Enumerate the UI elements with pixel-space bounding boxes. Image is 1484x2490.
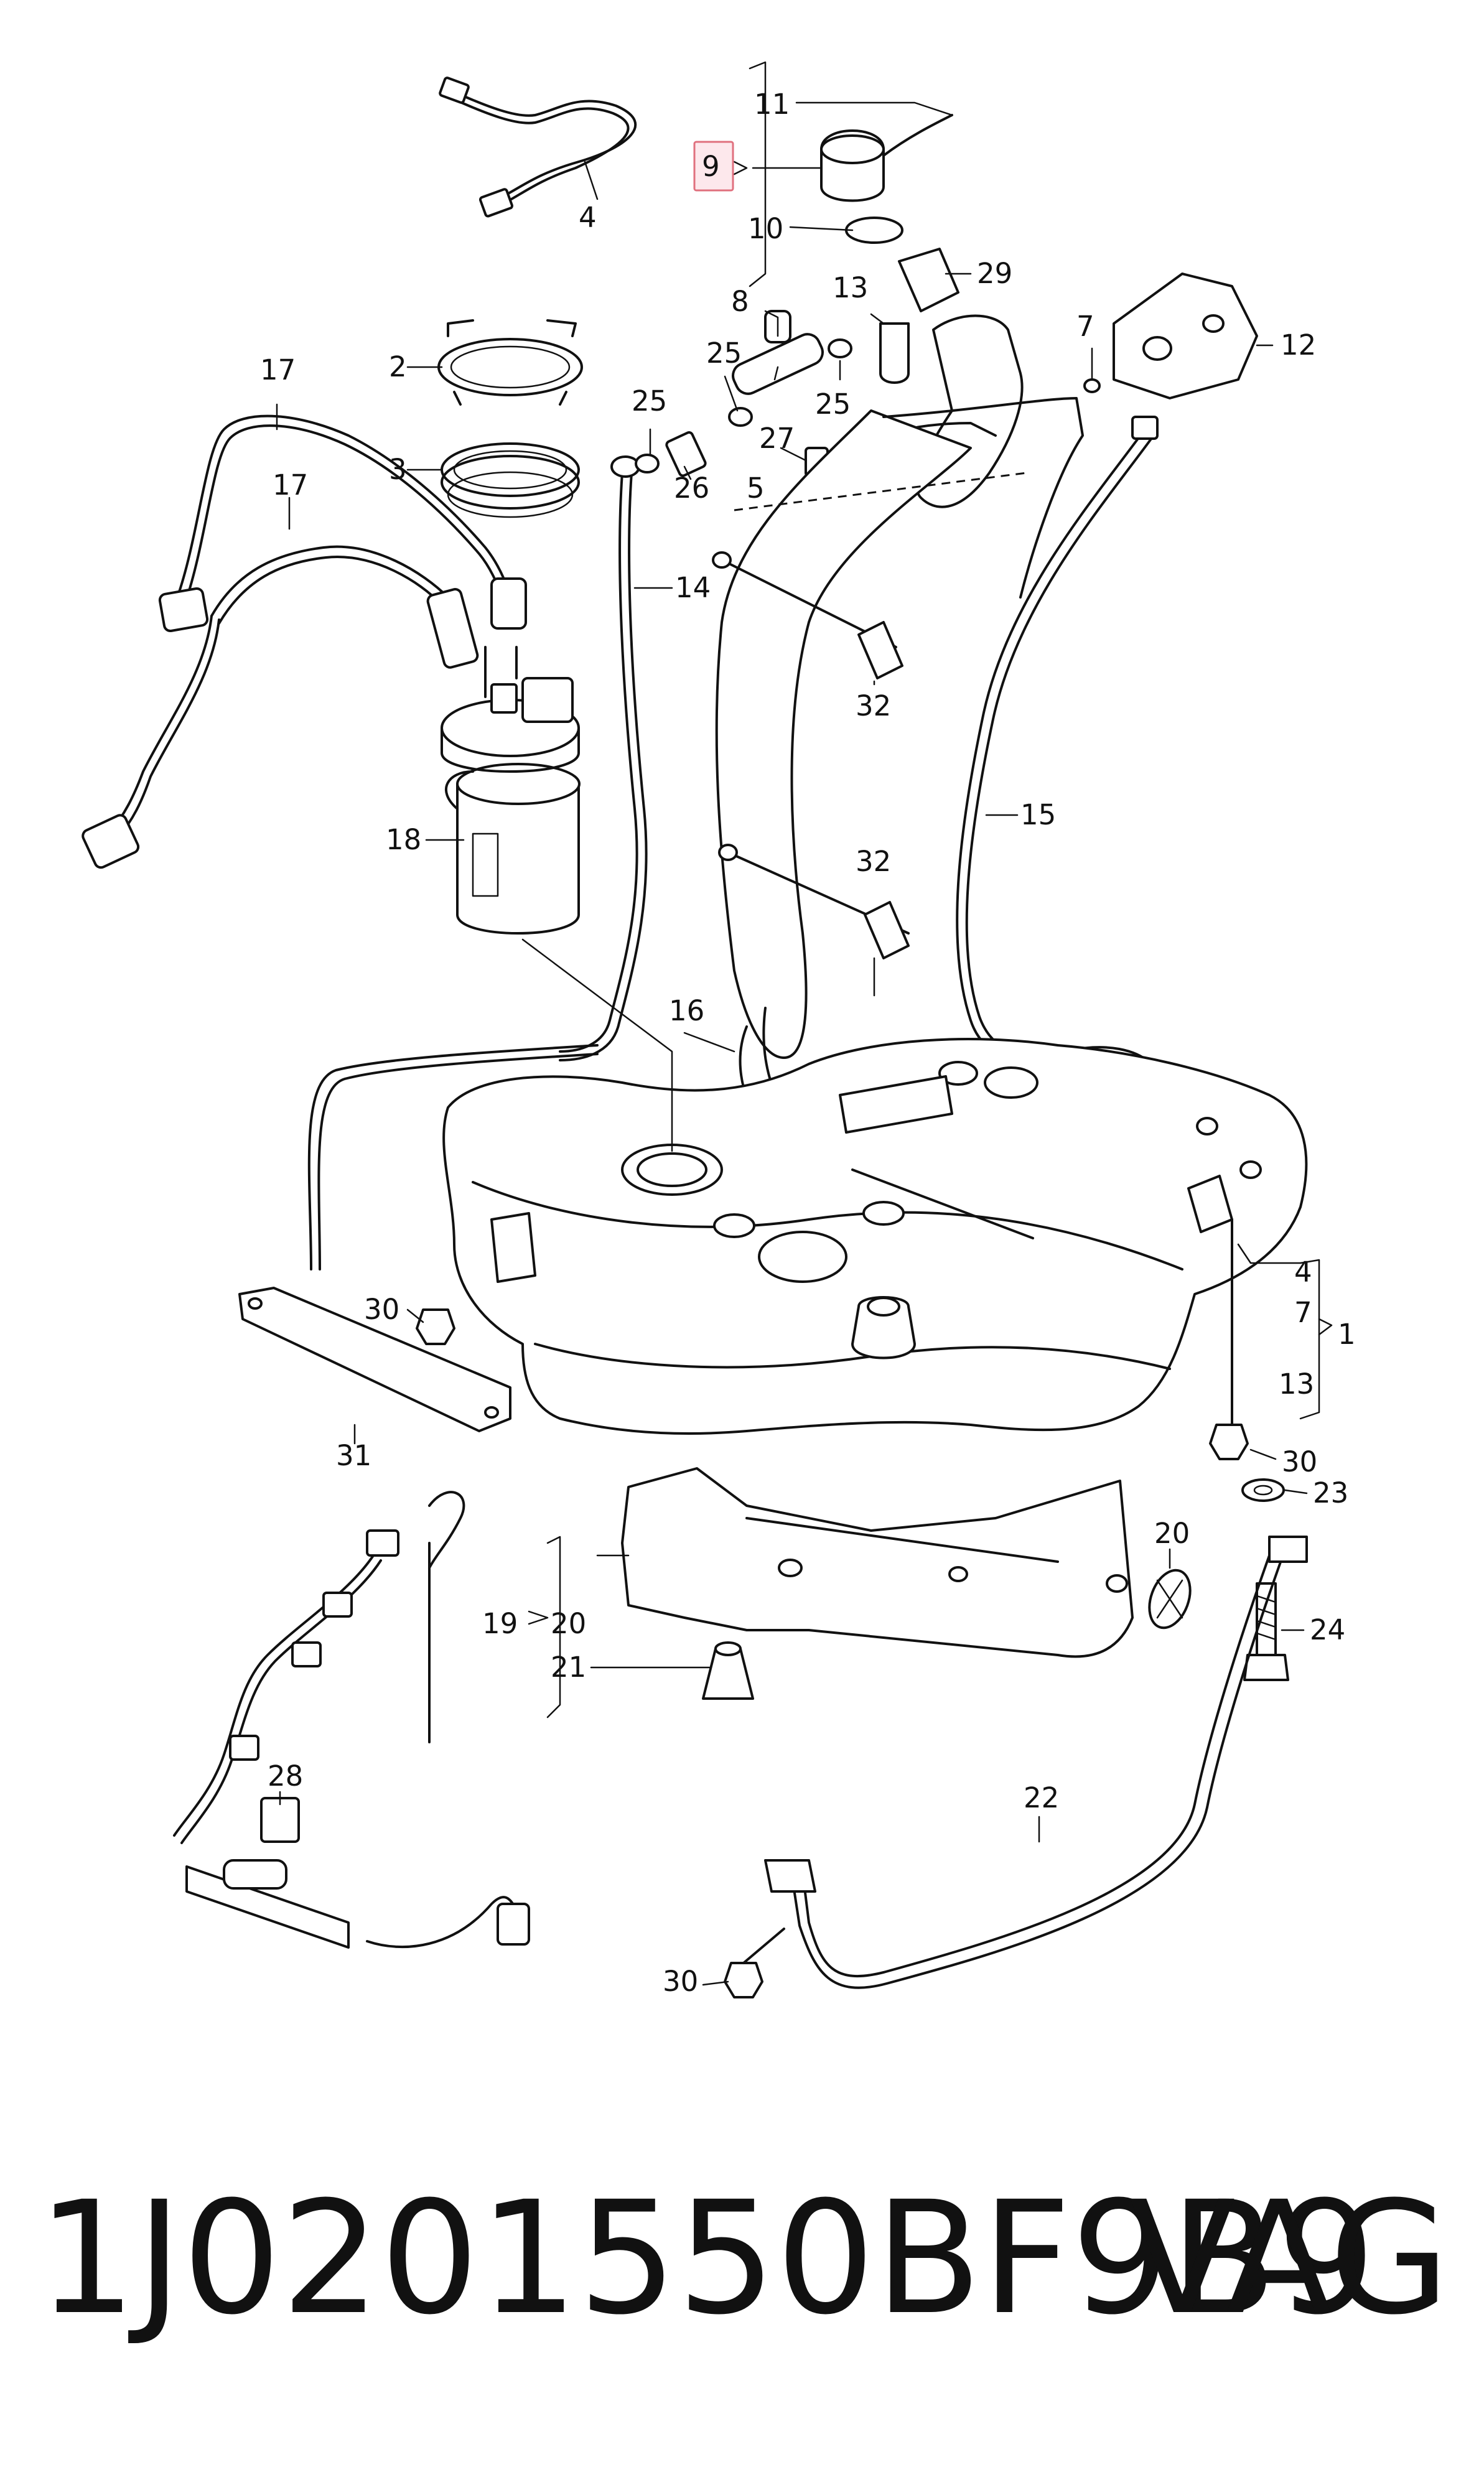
expanding-rivet-32 (712, 551, 910, 959)
callout-11: 11 (754, 88, 790, 121)
callout-15: 15 (1020, 798, 1056, 831)
callout-20a: 20 (1154, 1517, 1190, 1550)
callout-28: 28 (268, 1760, 303, 1793)
callout-26: 26 (674, 472, 709, 505)
callout-4a: 4 (579, 201, 597, 234)
line-bracket-22 (764, 1536, 1308, 1989)
callout-12: 12 (1281, 329, 1316, 361)
callout-23: 23 (1313, 1476, 1348, 1509)
callout-13b: 13 (1279, 1368, 1314, 1401)
vent-line-15 (956, 416, 1159, 1071)
breather-line-14 (307, 455, 648, 1271)
clip-21 (702, 1641, 754, 1700)
wiring-harness-28 (173, 1491, 530, 1949)
fittings-group (635, 310, 910, 477)
seal-ring-3 (441, 442, 580, 518)
callout-27: 27 (759, 422, 795, 455)
callout-19: 19 (482, 1607, 518, 1640)
callout-24: 24 (1310, 1613, 1345, 1646)
callout-20b: 20 (551, 1607, 586, 1640)
callout-14: 14 (675, 571, 711, 604)
callout-31: 31 (336, 1439, 371, 1472)
fuel-tank-exploded-diagram: 11 9 10 29 8 13 7 12 25 25 27 25 26 5 4 … (82, 61, 1356, 1998)
callout-29: 29 (977, 257, 1012, 290)
locking-ring-2 (437, 319, 583, 406)
part-caption: 1J0201550BF9B9 VAG (37, 2165, 1450, 2352)
callout-13a: 13 (833, 271, 868, 304)
fuel-pump-module-18 (441, 646, 581, 935)
callout-21: 21 (551, 1651, 586, 1684)
callout-3: 3 (389, 453, 407, 486)
clip-20 (1148, 1569, 1192, 1630)
callout-17b: 17 (273, 469, 308, 501)
callout-30a: 30 (364, 1293, 399, 1326)
callout-18: 18 (386, 823, 421, 856)
callout-5: 5 (747, 472, 765, 505)
part-number: 1J0201550BF9B9 (37, 2168, 1376, 2349)
bolt-24 (1243, 1582, 1289, 1681)
bracket-12 (1083, 273, 1258, 399)
callout-30c: 30 (663, 1965, 698, 1998)
callout-2: 2 (389, 350, 407, 383)
highlight-box (693, 141, 734, 192)
callout-1: 1 (1338, 1318, 1356, 1351)
nut-30 (416, 1218, 1249, 1998)
washer-23 (1241, 1478, 1285, 1502)
callout-8: 8 (731, 285, 749, 318)
filler-cap-9 (820, 114, 953, 244)
fuel-tank-1 (442, 1038, 1308, 1435)
callout-7b: 7 (1294, 1296, 1312, 1329)
callout-25b: 25 (632, 385, 667, 417)
brand-name: VAG (1129, 2168, 1450, 2349)
callout-30b: 30 (1282, 1445, 1317, 1478)
wiring-harness-4 (439, 77, 637, 218)
callout-9: 9 (702, 150, 720, 183)
callout-16: 16 (669, 994, 704, 1027)
heat-shield-31 (238, 1287, 511, 1432)
fuel-line-17 (82, 414, 527, 869)
callout-25c: 25 (815, 388, 851, 421)
callout-4b: 4 (1294, 1256, 1312, 1289)
callout-22: 22 (1024, 1781, 1059, 1814)
callout-7a: 7 (1076, 310, 1094, 343)
callout-10: 10 (748, 212, 783, 245)
callout-32b: 32 (856, 845, 891, 878)
leader-lines (276, 61, 1333, 1986)
callout-32a: 32 (856, 689, 891, 722)
callout-25a: 25 (706, 337, 742, 370)
callout-labels: 11 9 10 29 8 13 7 12 25 25 27 25 26 5 4 … (260, 88, 1356, 1998)
callout-17a: 17 (260, 353, 296, 386)
underbody-shield-19 (621, 1467, 1134, 1658)
